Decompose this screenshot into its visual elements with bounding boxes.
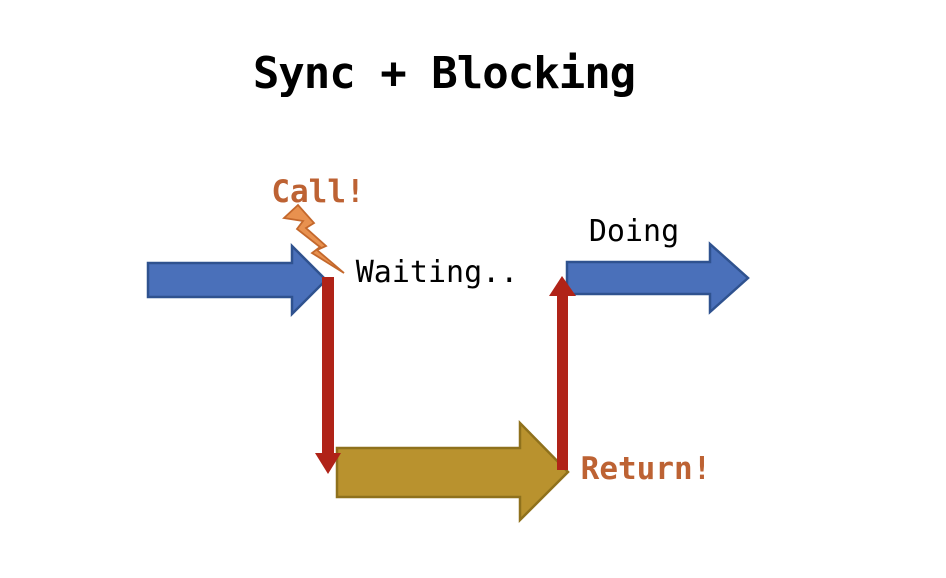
gold-callee-arrow (335, 419, 570, 524)
doing-label: Doing (588, 214, 680, 249)
red-call-down-arrow (315, 277, 341, 474)
right-blue-arrow (565, 241, 750, 315)
lightning-bolt-icon (282, 203, 345, 274)
left-blue-arrow (146, 242, 328, 318)
call-label: Call! (271, 174, 365, 210)
diagram-title: Sync + Blocking (252, 48, 636, 99)
return-label: Return! (580, 451, 712, 487)
waiting-label: Waiting.. (355, 255, 519, 290)
red-return-up-arrow (549, 276, 576, 470)
